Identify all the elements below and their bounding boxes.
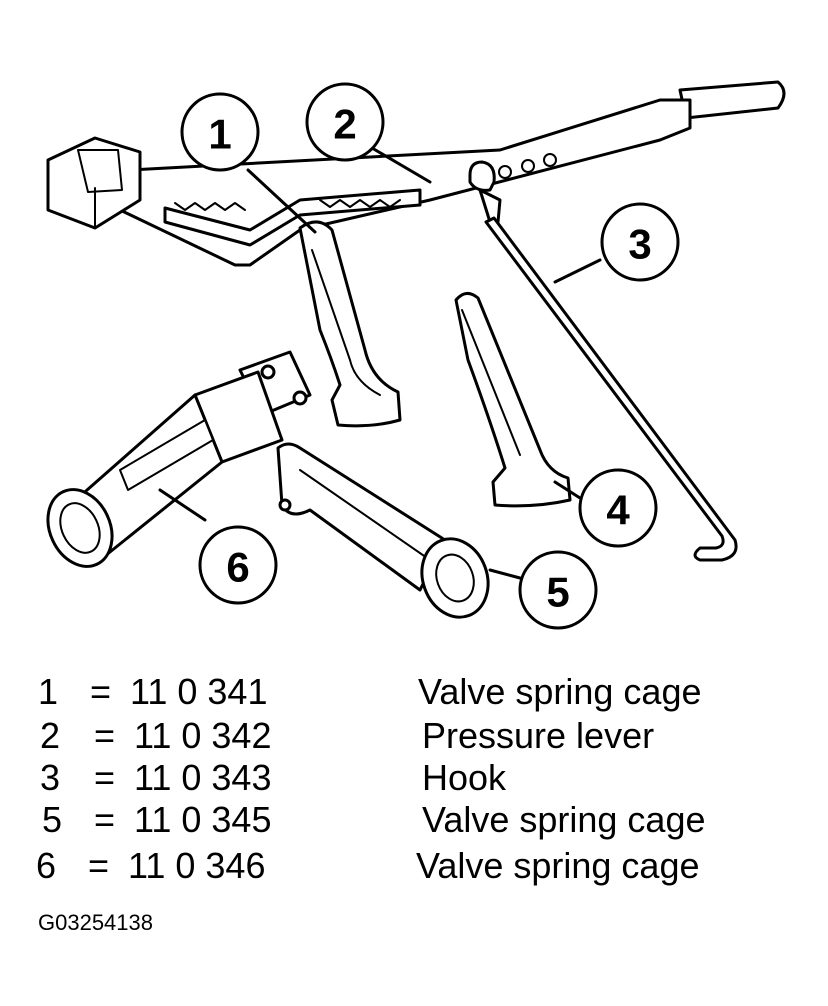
- callout-circle-6: [198, 525, 278, 605]
- legend-equals: =: [94, 715, 116, 756]
- legend-part-number: 11 0 341: [130, 671, 268, 712]
- legend-description: Pressure lever: [422, 715, 655, 756]
- legend-item-number: 3: [40, 757, 61, 798]
- callout-circle-3: [600, 202, 680, 282]
- leader-line-3: [553, 258, 602, 284]
- leader-line-5: [488, 568, 522, 580]
- valve-spring-cage-1-drawing: [298, 220, 402, 428]
- callout-number-6: 6: [226, 544, 249, 591]
- legend-description: Valve spring cage: [422, 799, 706, 840]
- legend-description: Valve spring cage: [416, 845, 700, 886]
- legend-equals: =: [90, 671, 112, 712]
- legend-equals: =: [94, 757, 116, 798]
- legend-part-number: 11 0 345: [134, 799, 272, 840]
- legend-item-number: 6: [36, 845, 57, 886]
- leader-line-6: [158, 488, 207, 522]
- legend-item-number: 1: [38, 671, 59, 712]
- legend-equals: =: [88, 845, 110, 886]
- callout-number-4: 4: [606, 487, 630, 534]
- callout-number-1: 1: [208, 111, 231, 158]
- legend-part-number: 11 0 343: [134, 757, 272, 798]
- leader-line-4: [553, 480, 582, 500]
- legend-item-number: 5: [42, 799, 63, 840]
- valve-spring-cage-6-drawing: [46, 350, 312, 568]
- reference-code: G03254138: [38, 910, 153, 935]
- tools-illustration: 1 2 3 4 5 6: [46, 80, 786, 630]
- leader-line-2: [370, 146, 432, 184]
- legend-description: Valve spring cage: [418, 671, 702, 712]
- callout-number-5: 5: [546, 569, 569, 616]
- callout-circle-4: [578, 468, 658, 548]
- valve-spring-cage-5-drawing: [276, 442, 490, 619]
- hook-drawing: [468, 160, 738, 562]
- callout-number-2: 2: [333, 101, 356, 148]
- callout-circle-1: [180, 92, 260, 172]
- callout-number-3: 3: [628, 221, 651, 268]
- callout-circle-2: [305, 82, 385, 162]
- legend-part-number: 11 0 342: [134, 715, 272, 756]
- callout-circle-5: [518, 550, 598, 630]
- leader-lines: [158, 146, 602, 580]
- legend-part-number: 11 0 346: [128, 845, 266, 886]
- legend-item-number: 2: [40, 715, 61, 756]
- leader-line-1: [246, 168, 317, 234]
- pressure-lever-drawing: [46, 80, 786, 267]
- legend-description: Hook: [422, 757, 507, 798]
- legend-equals: =: [94, 799, 116, 840]
- tool-4-drawing: [454, 292, 572, 508]
